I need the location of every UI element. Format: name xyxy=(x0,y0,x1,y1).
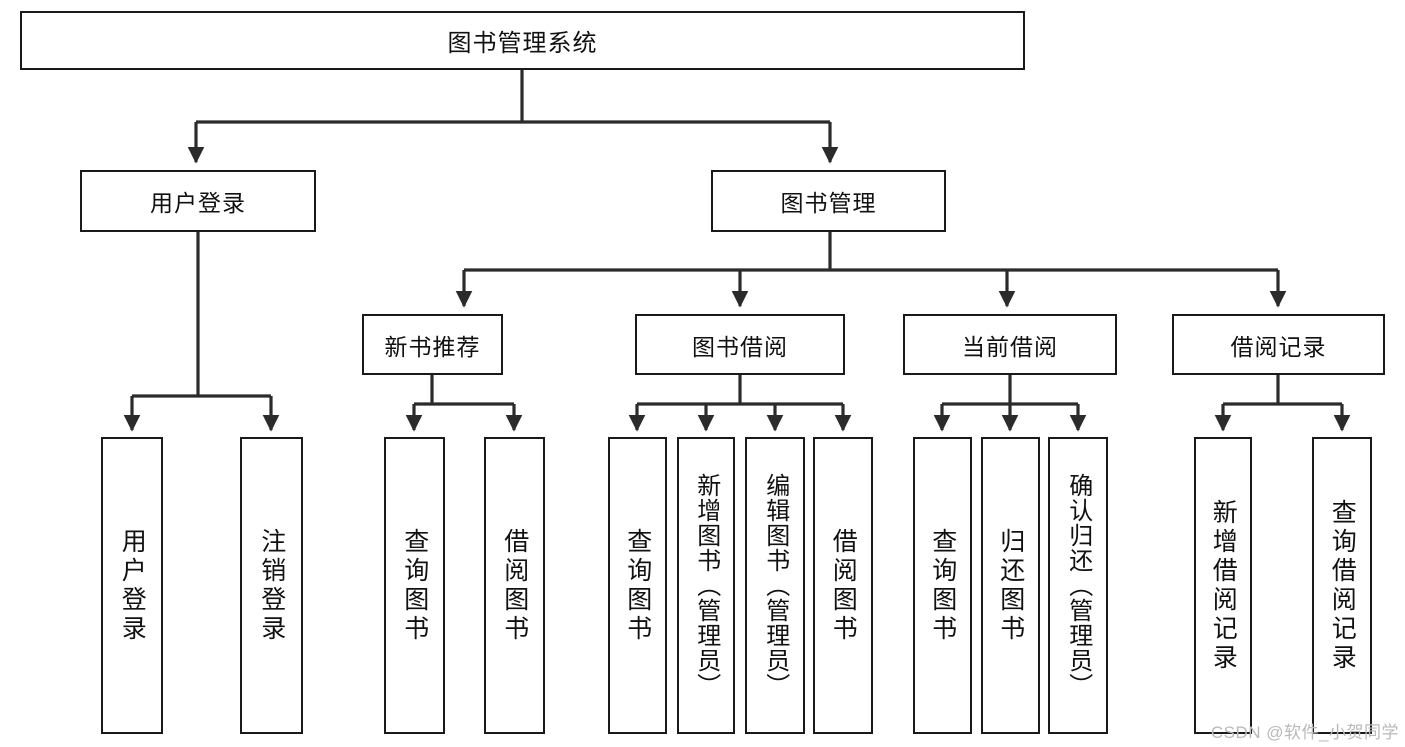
leaf-records-add-record[interactable]: 新增借阅记录 xyxy=(1194,437,1252,734)
node-label: 查询图书 xyxy=(928,527,957,644)
leaf-new-book-borrow[interactable]: 借阅图书 xyxy=(484,437,545,734)
leaf-borrow-borrow-book[interactable]: 借阅图书 xyxy=(813,437,873,734)
node-label: 查询图书 xyxy=(400,527,429,644)
node-label: 新增借阅记录 xyxy=(1209,498,1238,673)
leaf-current-query-book[interactable]: 查询图书 xyxy=(913,437,972,734)
node-user-login[interactable]: 用户登录 xyxy=(80,170,316,232)
node-label: 查询借阅记录 xyxy=(1328,498,1357,673)
node-label: 编辑图书（管理员） xyxy=(761,473,789,698)
leaf-current-confirm-return-admin[interactable]: 确认归还（管理员） xyxy=(1048,437,1108,734)
node-label: 图书管理系统 xyxy=(447,30,598,57)
node-label: 新增图书（管理员） xyxy=(692,473,720,698)
node-current-borrow[interactable]: 当前借阅 xyxy=(903,314,1117,375)
node-label: 借阅图书 xyxy=(829,527,858,644)
node-label: 新书推荐 xyxy=(384,333,481,360)
leaf-borrow-edit-book-admin[interactable]: 编辑图书（管理员） xyxy=(745,437,805,734)
node-borrow-records[interactable]: 借阅记录 xyxy=(1172,314,1385,375)
node-new-book-recommend[interactable]: 新书推荐 xyxy=(362,314,503,375)
leaf-new-book-query[interactable]: 查询图书 xyxy=(384,437,445,734)
leaf-user-login-logout[interactable]: 注销登录 xyxy=(240,437,303,734)
leaf-user-login-login[interactable]: 用户登录 xyxy=(101,437,163,734)
node-root-system[interactable]: 图书管理系统 xyxy=(20,11,1025,70)
leaf-borrow-add-book-admin[interactable]: 新增图书（管理员） xyxy=(677,437,735,734)
leaf-records-query-record[interactable]: 查询借阅记录 xyxy=(1312,437,1372,734)
node-label: 图书借阅 xyxy=(692,333,788,360)
node-label: 归还图书 xyxy=(996,527,1025,644)
node-label: 查询图书 xyxy=(623,527,652,644)
leaf-borrow-query-book[interactable]: 查询图书 xyxy=(608,437,667,734)
leaf-current-return-book[interactable]: 归还图书 xyxy=(981,437,1040,734)
node-label: 用户登录 xyxy=(150,190,246,216)
node-label: 图书管理 xyxy=(780,190,877,216)
node-label: 确认归还（管理员） xyxy=(1064,473,1092,698)
node-label: 当前借阅 xyxy=(962,333,1058,360)
node-book-management[interactable]: 图书管理 xyxy=(711,170,946,232)
node-label: 借阅记录 xyxy=(1230,333,1327,360)
node-book-borrow[interactable]: 图书借阅 xyxy=(635,314,845,375)
node-label: 注销登录 xyxy=(257,527,286,644)
node-label: 用户登录 xyxy=(118,527,147,644)
node-label: 借阅图书 xyxy=(500,527,529,644)
